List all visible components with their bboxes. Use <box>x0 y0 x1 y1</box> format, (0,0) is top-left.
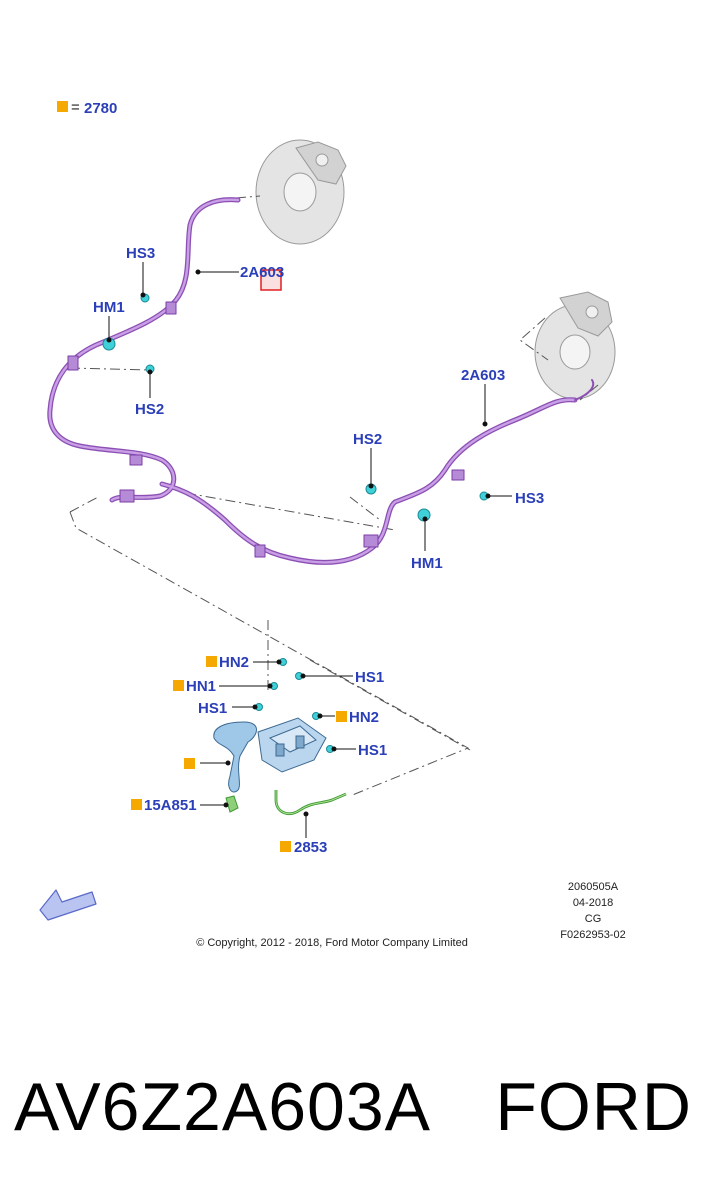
label-hm1-right: HM1 <box>411 555 443 572</box>
leader-lines <box>106 262 512 838</box>
marker-hn2-right <box>336 711 347 722</box>
marker-hn1 <box>173 680 184 691</box>
label-hs2-left: HS2 <box>135 401 164 418</box>
parking-brake-cable <box>47 197 595 565</box>
green-cable <box>225 790 347 815</box>
meta-initials: CG <box>585 913 602 925</box>
meta-ref: F0262953-02 <box>560 929 625 941</box>
marker-2853 <box>280 841 291 852</box>
label-hs1-top: HS1 <box>355 669 384 686</box>
parking-brake-diagram: = 2780 <box>39 99 626 949</box>
label-2853: 2853 <box>294 839 327 856</box>
legend-equals: = <box>71 99 80 116</box>
part-number: AV6Z2A603A <box>14 1069 432 1145</box>
meta-code: 2060505A <box>568 881 619 893</box>
label-hs3-right: HS3 <box>515 490 544 507</box>
brand-name: FORD <box>495 1069 692 1145</box>
parking-brake-lever <box>213 717 327 793</box>
label-hn2-right: HN2 <box>349 709 379 726</box>
label-cable-top: 2A603 <box>240 264 284 281</box>
label-hs1-left: HS1 <box>198 700 227 717</box>
marker-15a851 <box>131 799 142 810</box>
legend-value: 2780 <box>84 100 117 117</box>
highlight-box <box>260 269 282 291</box>
label-15a851: 15A851 <box>144 797 197 814</box>
marker-hn2-top <box>206 656 217 667</box>
label-hs2-right: HS2 <box>353 431 382 448</box>
marker-lever <box>184 758 195 769</box>
reference-lines <box>69 195 599 797</box>
copyright: © Copyright, 2012 - 2018, Ford Motor Com… <box>196 937 468 949</box>
label-hs1-right: HS1 <box>358 742 387 759</box>
label-cable-right: 2A603 <box>461 367 505 384</box>
meta-date: 04-2018 <box>573 897 613 909</box>
brake-disc-lower <box>534 291 616 400</box>
label-hm1-left: HM1 <box>93 299 125 316</box>
footer: AV6Z2A603A FORD <box>0 1040 708 1200</box>
legend-marker <box>57 101 68 112</box>
label-hn2-top: HN2 <box>219 654 249 671</box>
brake-disc-upper <box>255 139 347 245</box>
fastener-clips <box>102 293 489 753</box>
label-hn1: HN1 <box>186 678 216 695</box>
view-direction-arrow-icon <box>39 889 97 921</box>
label-hs3-top: HS3 <box>126 245 155 262</box>
